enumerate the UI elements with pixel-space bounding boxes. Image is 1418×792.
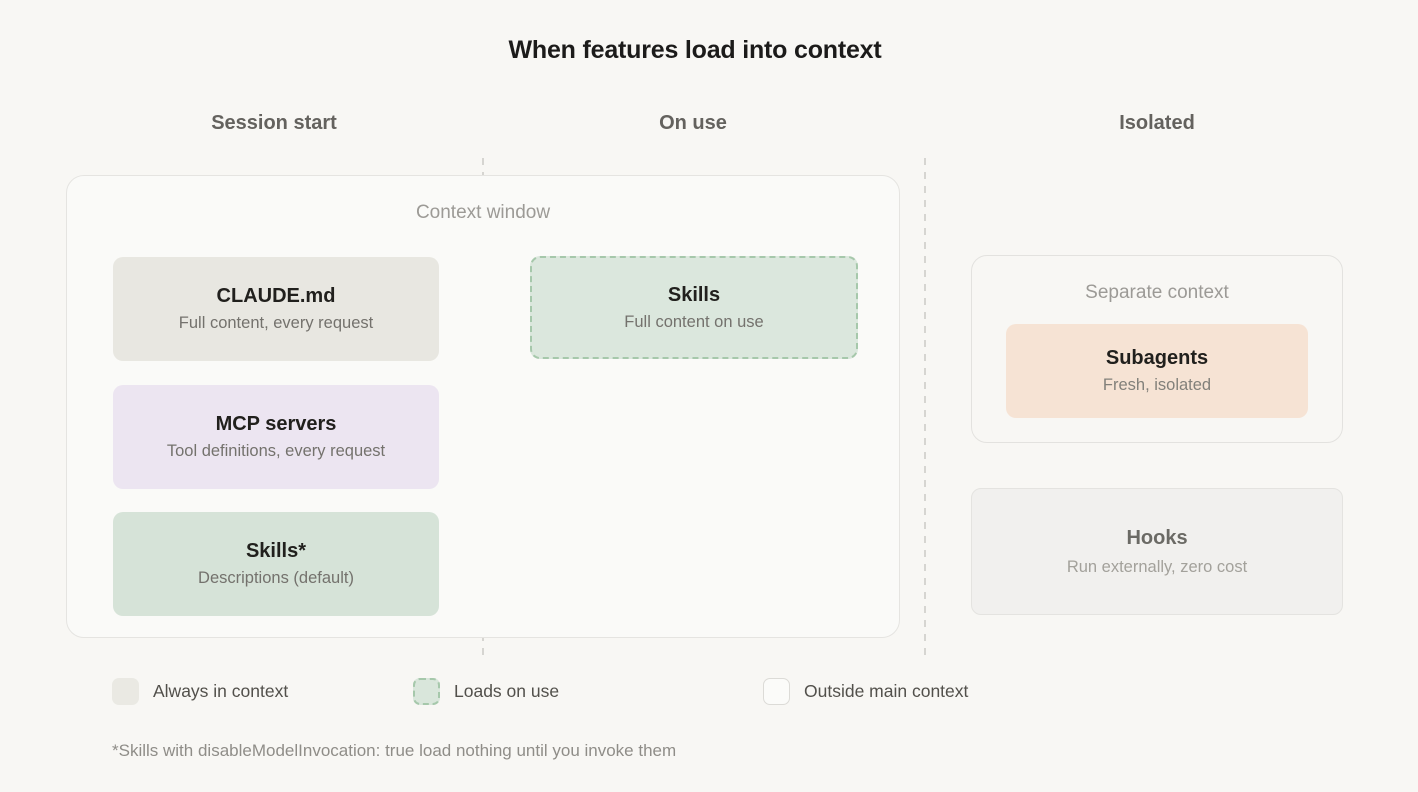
card-subagents: Subagents Fresh, isolated bbox=[1006, 324, 1308, 418]
legend-swatch-outside-main-context bbox=[763, 678, 790, 705]
legend-item-outside-main-context: Outside main context bbox=[763, 678, 968, 705]
card-skills-on-use-title: Skills bbox=[667, 283, 721, 306]
legend-label-always-in-context: Always in context bbox=[153, 681, 289, 701]
separate-context-label: Separate context bbox=[1085, 282, 1229, 303]
legend-item-always-in-context: Always in context bbox=[112, 678, 288, 705]
legend-swatch-always-in-context bbox=[112, 678, 139, 705]
legend-label-outside-main-context: Outside main context bbox=[804, 681, 969, 701]
card-claude-md: CLAUDE.md Full content, every request bbox=[113, 257, 439, 361]
column-header-on-use: On use bbox=[659, 112, 727, 134]
card-skills-default-subtitle: Descriptions (default) bbox=[198, 569, 354, 588]
card-skills-default-title: Skills* bbox=[245, 540, 307, 563]
column-divider-onuse-isolated bbox=[924, 158, 926, 660]
card-mcp-servers: MCP servers Tool definitions, every requ… bbox=[113, 385, 439, 489]
card-claude-md-subtitle: Full content, every request bbox=[178, 314, 374, 333]
column-header-session-start: Session start bbox=[211, 112, 337, 134]
card-mcp-servers-title: MCP servers bbox=[215, 413, 337, 436]
card-hooks-subtitle: Run externally, zero cost bbox=[1066, 557, 1248, 576]
legend-item-loads-on-use: Loads on use bbox=[413, 678, 559, 705]
card-claude-md-title: CLAUDE.md bbox=[216, 285, 336, 308]
card-skills-on-use-subtitle: Full content on use bbox=[624, 312, 764, 331]
skills-footnote: *Skills with disableModelInvocation: tru… bbox=[112, 741, 677, 760]
card-skills-default: Skills* Descriptions (default) bbox=[113, 512, 439, 616]
card-hooks: Hooks Run externally, zero cost bbox=[971, 488, 1343, 615]
card-subagents-subtitle: Fresh, isolated bbox=[1102, 376, 1212, 395]
card-skills-on-use: Skills Full content on use bbox=[530, 256, 858, 359]
column-header-isolated: Isolated bbox=[1119, 112, 1195, 134]
legend-swatch-loads-on-use bbox=[413, 678, 440, 705]
card-hooks-title: Hooks bbox=[1126, 526, 1188, 549]
context-window-label: Context window bbox=[415, 202, 551, 223]
legend-label-loads-on-use: Loads on use bbox=[454, 681, 560, 701]
context-window-box: Context window CLAUDE.md Full content, e… bbox=[66, 175, 900, 638]
card-mcp-servers-subtitle: Tool definitions, every request bbox=[166, 442, 386, 461]
card-subagents-title: Subagents bbox=[1105, 347, 1209, 370]
page-title: When features load into context bbox=[508, 36, 882, 64]
separate-context-box: Separate context Subagents Fresh, isolat… bbox=[971, 255, 1343, 443]
